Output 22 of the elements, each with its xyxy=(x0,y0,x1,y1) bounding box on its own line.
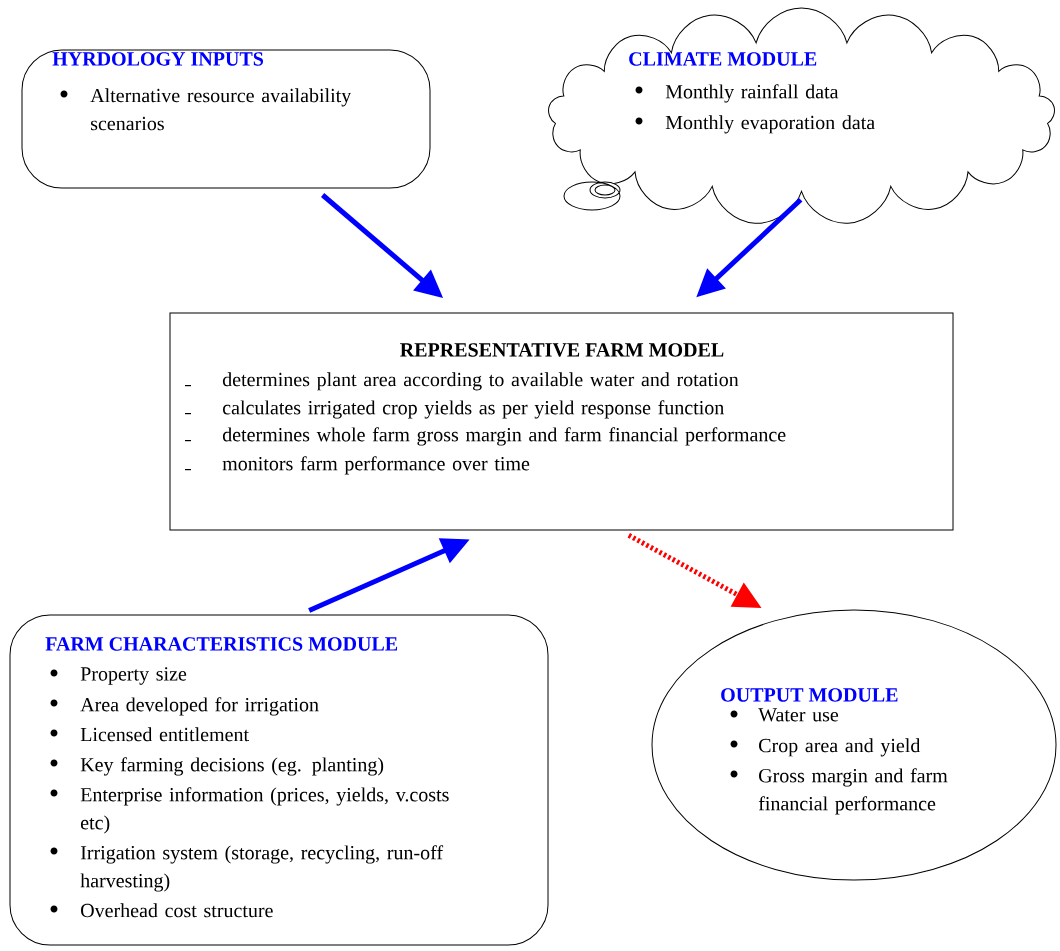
bullet-item: Licensed entitlement xyxy=(80,727,249,742)
bullet-item: calculates irrigated crop yields as per yield response function xyxy=(222,400,724,419)
module-heading: REPRESENTATIVE FARM MODEL xyxy=(400,343,724,357)
bullet-item: Monthly rainfall data xyxy=(665,84,839,103)
bullet-item: Gross margin and farm financial performance xyxy=(758,768,948,815)
bullet-item: Area developed for irrigation xyxy=(80,697,319,716)
bullet-item: Enterprise information (prices, yields, v.costs etc) xyxy=(80,787,449,834)
bullet-item: Irrigation system (storage, recycling, run-off harvesting) xyxy=(80,845,444,892)
bullet-item: monitors farm performance over time xyxy=(222,456,530,475)
bullet-item: Crop area and yield xyxy=(759,738,921,757)
bullet-item: determines plant area according to available water and rotation xyxy=(222,372,739,391)
bullet-item: determines whole farm gross margin and farm financial performance xyxy=(222,427,786,446)
module-heading: OUTPUT MODULE xyxy=(721,688,898,702)
bullet-item: Monthly evaporation data xyxy=(665,115,875,134)
bullet-item: Alternative resource availability scenarios xyxy=(90,88,352,131)
bullet-item: Overhead cost structure xyxy=(81,903,273,918)
bullet-item: Property size xyxy=(80,667,187,685)
module-heading: CLIMATE MODULE xyxy=(629,52,817,66)
bullet-item: Key farming decisions (eg. planting) xyxy=(80,757,384,776)
module-heading: HYRDOLOGY INPUTS xyxy=(52,52,264,66)
bullet-item: Water use xyxy=(758,708,839,722)
module-heading: FARM CHARACTERISTICS MODULE xyxy=(45,637,398,651)
